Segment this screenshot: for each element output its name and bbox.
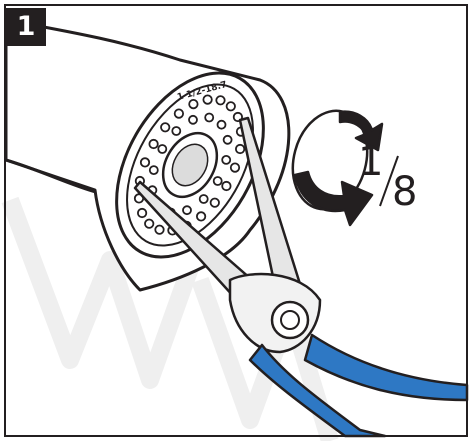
nozzle: [155, 226, 163, 234]
nozzle: [189, 100, 197, 108]
nozzle: [218, 121, 226, 129]
nozzle: [224, 136, 232, 144]
rotation-fraction: 1 8: [350, 142, 430, 222]
nozzle: [231, 163, 239, 171]
nozzle: [183, 206, 191, 214]
nozzle: [161, 123, 169, 131]
nozzle: [145, 220, 153, 228]
nozzle: [211, 199, 219, 207]
nozzle: [227, 102, 235, 110]
nozzle: [158, 145, 166, 153]
nozzle: [236, 145, 244, 153]
nozzle: [172, 127, 180, 135]
step-number-badge: 1: [6, 8, 46, 46]
nozzle: [141, 158, 149, 166]
nozzle: [138, 209, 146, 217]
nozzle: [200, 195, 208, 203]
nozzle: [150, 166, 158, 174]
plier-grip-right: [305, 335, 467, 400]
fraction-numerator: 1: [358, 142, 383, 182]
nozzle: [197, 212, 205, 220]
nozzle: [175, 109, 183, 117]
nozzle: [222, 156, 230, 164]
nozzle: [214, 177, 222, 185]
nozzle: [205, 114, 213, 122]
nozzle: [222, 182, 230, 190]
nozzle: [149, 140, 157, 148]
nozzle: [203, 95, 211, 103]
fraction-denominator: 8: [392, 172, 417, 212]
nozzle: [189, 116, 197, 124]
nozzle: [216, 96, 224, 104]
